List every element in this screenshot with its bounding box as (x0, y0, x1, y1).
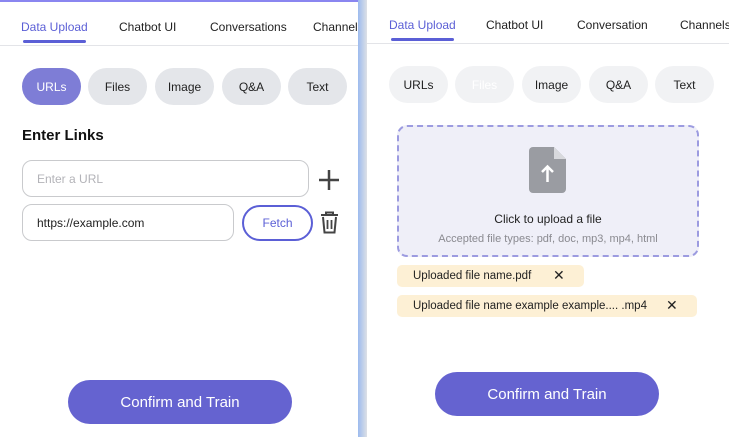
url-input[interactable]: Enter a URL (22, 160, 309, 197)
tab-channels[interactable]: Channels (313, 20, 358, 34)
confirm-and-train-button[interactable]: Confirm and Train (68, 380, 292, 424)
confirm-and-train-button[interactable]: Confirm and Train (435, 372, 659, 416)
remove-file-icon[interactable]: ✕ (553, 267, 565, 283)
uploaded-file-chip: Uploaded file name.pdf ✕ (397, 265, 584, 287)
pill-urls[interactable]: URLs (389, 66, 448, 103)
tab-data-upload[interactable]: Data Upload (21, 20, 88, 43)
url-upload-panel: Data Upload Chatbot UI Conversations Cha… (0, 0, 358, 437)
pill-files[interactable]: Files (88, 68, 147, 105)
remove-file-icon[interactable]: ✕ (666, 297, 678, 313)
pill-files[interactable]: Files (455, 66, 514, 103)
tab-chatbot-ui[interactable]: Chatbot UI (486, 18, 544, 32)
tab-conversation[interactable]: Conversation (577, 18, 648, 32)
tab-bar: Data Upload Chatbot UI Conversations Cha… (0, 2, 358, 46)
enter-links-heading: Enter Links (22, 127, 104, 144)
file-name: Uploaded file name example example.... .… (413, 300, 647, 312)
pill-image[interactable]: Image (155, 68, 214, 105)
url-entry-field[interactable]: https://example.com (22, 204, 234, 241)
file-name: Uploaded file name.pdf (413, 270, 532, 282)
trash-icon[interactable] (320, 211, 339, 234)
tab-channels[interactable]: Channels (680, 18, 729, 32)
fetch-button[interactable]: Fetch (242, 205, 313, 241)
add-icon[interactable] (318, 169, 340, 191)
pill-qa[interactable]: Q&A (589, 66, 648, 103)
file-upload-icon (529, 147, 566, 193)
pill-image[interactable]: Image (522, 66, 581, 103)
pill-qa[interactable]: Q&A (222, 68, 281, 105)
tab-data-upload[interactable]: Data Upload (389, 18, 456, 41)
file-dropzone[interactable]: Click to upload a file Accepted file typ… (397, 125, 699, 257)
tab-bar: Data Upload Chatbot UI Conversation Chan… (367, 0, 729, 44)
file-upload-panel: Data Upload Chatbot UI Conversation Chan… (367, 0, 729, 437)
tab-chatbot-ui[interactable]: Chatbot UI (119, 20, 177, 34)
upload-title: Click to upload a file (494, 212, 602, 226)
panel-divider (358, 0, 367, 437)
tab-conversations[interactable]: Conversations (210, 20, 287, 34)
pill-text[interactable]: Text (288, 68, 347, 105)
pill-text[interactable]: Text (655, 66, 714, 103)
pill-urls[interactable]: URLs (22, 68, 81, 105)
upload-hint: Accepted file types: pdf, doc, mp3, mp4,… (438, 233, 658, 245)
uploaded-file-chip: Uploaded file name example example.... .… (397, 295, 697, 317)
